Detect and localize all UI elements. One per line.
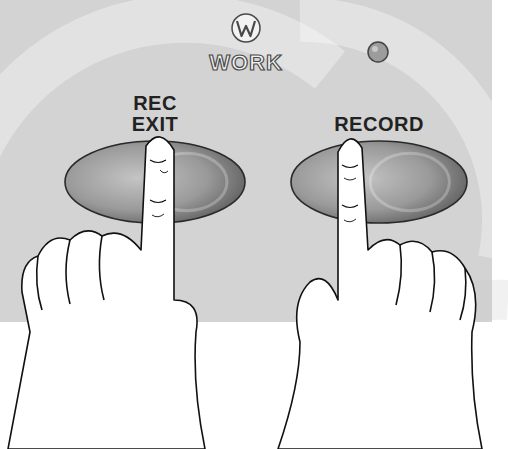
- led-indicator: [368, 42, 388, 62]
- brand-logo: WORK: [209, 50, 283, 76]
- button-label: RECORD: [334, 114, 424, 134]
- right-hand: [278, 139, 482, 449]
- logo-symbol: [232, 14, 260, 42]
- button-oval: [288, 138, 470, 226]
- push-button: REC EXIT: [60, 84, 250, 226]
- button-sheen: [146, 153, 227, 210]
- button-label-area: REC EXIT: [60, 84, 250, 134]
- watermark: [0, 19, 508, 449]
- button-label-area: RECORD: [288, 84, 470, 134]
- button-sheen: [370, 153, 449, 210]
- button-cap: [291, 141, 467, 223]
- push-button: RECORD: [288, 84, 470, 226]
- button-label: REC EXIT: [132, 93, 178, 134]
- button-cap: [65, 141, 245, 223]
- button-oval: [60, 138, 250, 226]
- left-hand: [8, 137, 205, 449]
